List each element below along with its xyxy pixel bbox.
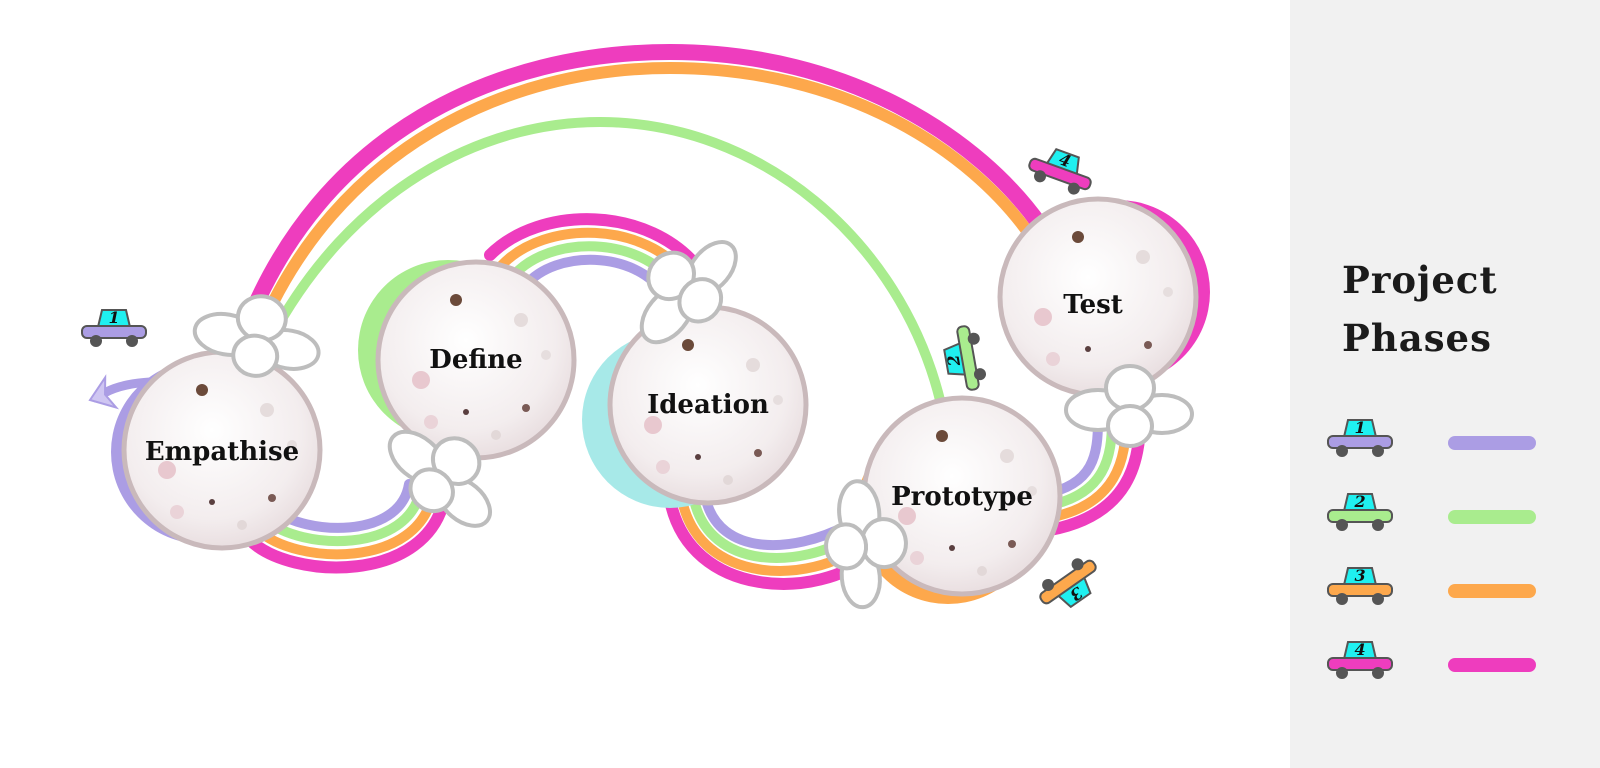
track-3-u-1 — [253, 487, 438, 560]
legend-item-1: 1 — [1320, 412, 1570, 472]
legend-car-number: 3 — [1354, 566, 1365, 585]
car-icon: 4 — [1327, 640, 1393, 679]
track-4-u-1 — [244, 489, 451, 574]
legend-item-2: 2 — [1320, 486, 1570, 546]
track-3-big-arc — [252, 61, 1036, 341]
legend-item-3: 3 — [1320, 560, 1570, 620]
legend-line-3 — [1448, 584, 1536, 598]
arrow-icon — [88, 374, 120, 410]
svg-text:2: 2 — [943, 353, 964, 368]
phase-node-test: Test — [1000, 199, 1196, 395]
legend-title-line2: Phases — [1342, 316, 1492, 360]
svg-text:1: 1 — [108, 308, 119, 327]
phase-node-define: Define — [378, 262, 574, 458]
phase-node-empathise: Empathise — [124, 352, 320, 548]
track-4-hump — [484, 213, 706, 276]
legend-car-number: 2 — [1353, 492, 1365, 511]
car-icon: 2 — [1327, 492, 1393, 531]
car-icon: 1 — [81, 308, 147, 347]
legend-line-1 — [1448, 436, 1536, 450]
track-4-big-arc — [235, 43, 1048, 343]
design-thinking-diagram: Empathise Define Ideation Prototype Test… — [81, 43, 1210, 612]
car-icon: 3 — [1327, 566, 1393, 605]
track-2-big-arc — [265, 116, 945, 405]
legend-car-number: 4 — [1354, 640, 1365, 659]
phase-label-test: Test — [1063, 290, 1123, 320]
phase-label-prototype: Prototype — [891, 482, 1033, 512]
legend-panel: Project Phases 1 2 3 — [1290, 0, 1600, 768]
legend-title-line1: Project — [1342, 258, 1498, 302]
phase-node-ideation: Ideation — [610, 307, 806, 503]
legend-car-number: 1 — [1354, 418, 1365, 437]
legend-line-2 — [1448, 510, 1536, 524]
car-icon: 3 — [1039, 558, 1097, 609]
phase-label-empathise: Empathise — [145, 437, 299, 467]
legend-item-4: 4 — [1320, 634, 1570, 694]
car-icon: 2 — [943, 325, 986, 391]
car-icon: 1 — [1327, 418, 1393, 457]
phase-label-ideation: Ideation — [647, 390, 769, 420]
phase-node-prototype: Prototype — [864, 398, 1060, 594]
car-icon: 4 — [1028, 148, 1092, 195]
phase-label-define: Define — [429, 345, 522, 375]
legend-line-4 — [1448, 658, 1536, 672]
